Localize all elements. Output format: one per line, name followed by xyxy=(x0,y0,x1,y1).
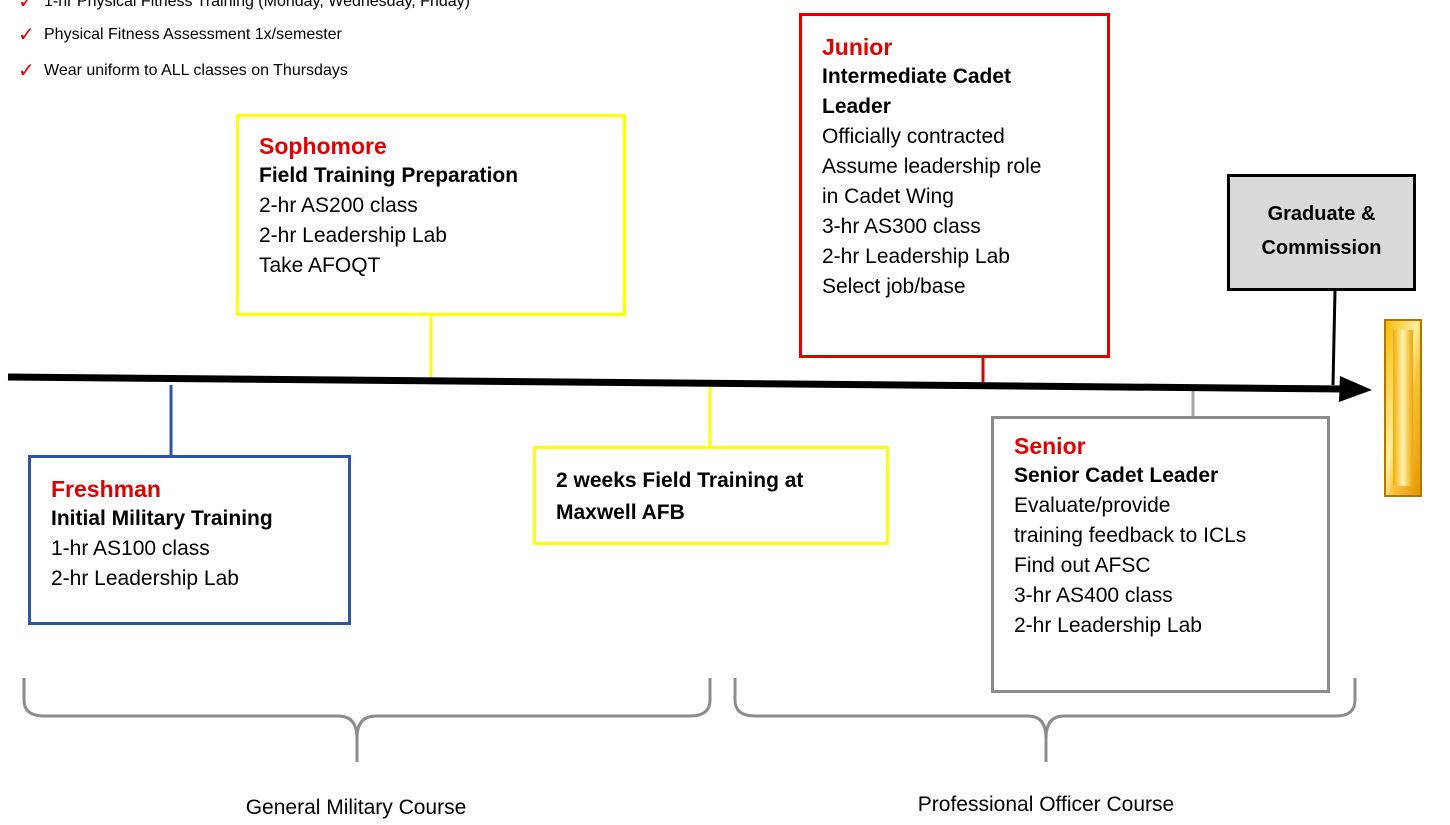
requirement-text: Physical Fitness Assessment 1x/semester xyxy=(44,26,342,43)
senior-line: Evaluate/provide xyxy=(1014,494,1171,517)
senior-subtitle: Senior Cadet Leader xyxy=(1014,464,1219,487)
professional-officer-course-label: Professional Officer Course xyxy=(917,793,1175,816)
freshman-title: Freshman xyxy=(51,476,161,502)
sophomore-subtitle: Field Training Preparation xyxy=(259,164,519,187)
freshman-box: Freshman Initial Military Training 1-hr … xyxy=(28,455,351,625)
junior-title: Junior xyxy=(822,34,893,60)
graduate-line: Commission xyxy=(1261,237,1382,259)
junior-line: Select job/base xyxy=(822,275,966,298)
senior-line: Find out AFSC xyxy=(1014,554,1151,577)
checkmark-icon: ✓ xyxy=(18,60,35,82)
junior-line: in Cadet Wing xyxy=(822,185,954,208)
field-training-line: Maxwell AFB xyxy=(556,501,685,524)
junior-line: Assume leadership role xyxy=(822,155,1042,178)
gmc-bracket xyxy=(22,678,712,762)
timeline-line xyxy=(7,373,1346,393)
senior-box: Senior Senior Cadet Leader Evaluate/prov… xyxy=(991,416,1330,693)
sophomore-line: 2-hr AS200 class xyxy=(259,194,418,217)
sophomore-box: Sophomore Field Training Preparation 2-h… xyxy=(236,114,626,316)
graduate-line: Graduate & xyxy=(1267,203,1376,225)
senior-line: training feedback to ICLs xyxy=(1014,524,1247,547)
sophomore-line: Take AFOQT xyxy=(259,254,381,277)
junior-subtitle: Intermediate Cadet xyxy=(822,65,1012,88)
senior-line: 3-hr AS400 class xyxy=(1014,584,1173,607)
freshman-line: 2-hr Leadership Lab xyxy=(51,567,239,590)
junior-line: 3-hr AS300 class xyxy=(822,215,981,238)
senior-title: Senior xyxy=(1014,433,1086,459)
timeline-arrowhead xyxy=(1339,376,1372,402)
sophomore-line: 2-hr Leadership Lab xyxy=(259,224,447,247)
field-training-line: 2 weeks Field Training at xyxy=(556,469,804,492)
sophomore-title: Sophomore xyxy=(259,133,387,159)
requirement-item: ✓ Wear uniform to ALL classes on Thursda… xyxy=(18,61,348,81)
field-training-box: 2 weeks Field Training at Maxwell AFB xyxy=(533,446,889,545)
poc-bracket xyxy=(733,678,1357,762)
freshman-line: 1-hr AS100 class xyxy=(51,537,210,560)
requirement-item: ✓ 1-hr Physical Fitness Training (Monday… xyxy=(18,0,470,12)
requirement-text: Wear uniform to ALL classes on Thursdays xyxy=(44,62,348,79)
graduate-box: Graduate & Commission xyxy=(1227,174,1416,291)
freshman-subtitle: Initial Military Training xyxy=(51,507,273,530)
junior-box: Junior Intermediate Cadet Leader Officia… xyxy=(799,13,1110,358)
senior-line: 2-hr Leadership Lab xyxy=(1014,614,1202,637)
junior-line: 2-hr Leadership Lab xyxy=(822,245,1010,268)
checkmark-icon: ✓ xyxy=(18,24,35,46)
junior-subtitle: Leader xyxy=(822,95,891,118)
requirement-text: 1-hr Physical Fitness Training (Monday, … xyxy=(44,0,470,10)
graduate-connector xyxy=(1331,289,1337,386)
junior-line: Officially contracted xyxy=(822,125,1005,148)
checkmark-icon: ✓ xyxy=(18,0,35,13)
second-lieutenant-bar-icon xyxy=(1384,319,1422,497)
general-military-course-label: General Military Course xyxy=(245,796,467,819)
requirement-item: ✓ Physical Fitness Assessment 1x/semeste… xyxy=(18,25,342,45)
